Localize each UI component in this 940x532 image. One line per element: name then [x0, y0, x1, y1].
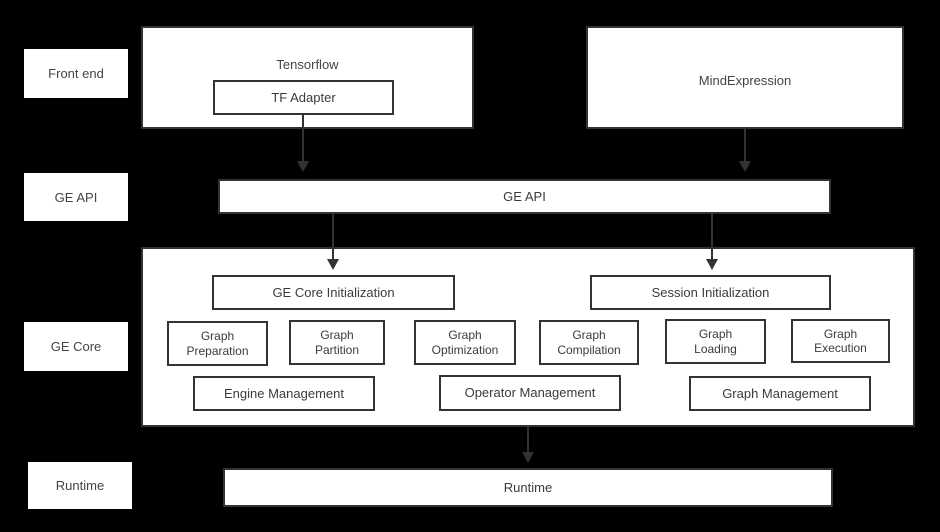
arrowhead-ge-api-to-session-init [706, 259, 718, 270]
box-graph-loading[interactable]: Graph Loading [665, 319, 766, 364]
box-graph-preparation[interactable]: Graph Preparation [167, 321, 268, 366]
box-graph-partition[interactable]: Graph Partition [289, 320, 385, 365]
group-tensorflow-title: Tensorflow [276, 57, 339, 72]
connector-ge-api-to-ge-core-init [332, 214, 334, 260]
connector-tf-adapter-to-ge-api [302, 114, 304, 163]
connector-mindexpression-to-ge-api [744, 129, 746, 163]
stage-label-ge-api: GE API [24, 173, 128, 221]
stage-label-runtime: Runtime [28, 462, 132, 509]
group-mindexpression-title: MindExpression [698, 73, 792, 88]
box-graph-execution[interactable]: Graph Execution [791, 319, 890, 363]
box-tf-adapter[interactable]: TF Adapter [213, 80, 394, 115]
arrowhead-tf-adapter-to-ge-api [297, 161, 309, 172]
box-ge-core-initialization[interactable]: GE Core Initialization [212, 275, 455, 310]
stage-label-ge-core: GE Core [24, 322, 128, 371]
connector-ge-core-to-runtime [527, 427, 529, 454]
box-engine-management[interactable]: Engine Management [193, 376, 375, 411]
bar-ge-api[interactable]: GE API [218, 179, 831, 214]
box-graph-compilation[interactable]: Graph Compilation [539, 320, 639, 365]
box-graph-optimization[interactable]: Graph Optimization [414, 320, 516, 365]
arrowhead-mindexpression-to-ge-api [739, 161, 751, 172]
box-session-initialization[interactable]: Session Initialization [590, 275, 831, 310]
box-operator-management[interactable]: Operator Management [439, 375, 621, 411]
bar-runtime[interactable]: Runtime [223, 468, 833, 507]
connector-ge-api-to-session-init [711, 214, 713, 260]
stage-label-front-end: Front end [24, 49, 128, 98]
arrowhead-ge-api-to-ge-core-init [327, 259, 339, 270]
group-mindexpression: MindExpression [586, 26, 904, 129]
arrowhead-ge-core-to-runtime [522, 452, 534, 463]
box-graph-management[interactable]: Graph Management [689, 376, 871, 411]
